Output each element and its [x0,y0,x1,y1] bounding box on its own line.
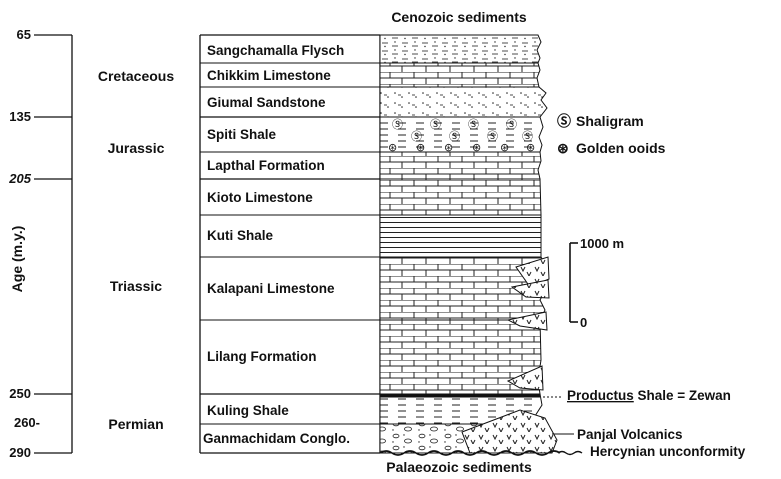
hercynian-unconformity-label: Hercynian unconformity [590,444,746,459]
formation-chikkim-limestone: Chikkim Limestone [207,68,331,83]
svg-text:⊛: ⊛ [416,141,425,154]
formation-giumal-sandstone: Giumal Sandstone [207,95,326,110]
formation-kioto-limestone: Kioto Limestone [207,190,313,205]
period-label-jurassic: Jurassic [108,140,165,156]
age-tick-label: 135 [9,109,31,124]
shaligram-legend-icon: Ⓢ [557,113,571,129]
lithology-kioto-limestone [380,179,541,215]
formation-ganmachidam-conglo: Ganmachidam Conglo. [203,431,350,446]
legend-shaligram-label: Shaligram [576,113,644,129]
hercynian-leader-line [558,452,582,455]
lithology-sandstone [380,87,547,117]
age-tick-label: 65 [17,27,31,42]
y-axis-label: Age (m.y.) [9,226,25,293]
svg-text:⊛: ⊛ [472,141,481,154]
scale-bar-top-label: 1000 m [580,236,624,251]
lithology-chikkim-limestone [380,63,540,87]
bottom-caption: Palaeozoic sediments [386,459,532,475]
age-tick-label: 290 [9,445,31,460]
age-tick-label: 250 [9,386,31,401]
formation-sangchamalla-flysch: Sangchamalla Flysch [207,43,344,58]
productus-shale-label: Productus Shale = Zewan [567,388,731,403]
period-label-permian: Permian [108,416,163,432]
svg-text:⊛: ⊛ [526,141,535,154]
legend-golden-ooids-label: Golden ooids [576,140,666,156]
lithology-kuti-shale [380,215,541,257]
top-caption: Cenozoic sediments [391,9,527,25]
formation-spiti-shale: Spiti Shale [207,127,277,142]
svg-text:Ⓢ: Ⓢ [392,118,403,131]
svg-text:⊛: ⊛ [500,141,509,154]
lithology-lapthal [380,152,541,179]
age-tick-label: 260- [14,415,40,430]
annotations: Productus Shale = Zewan Panjal Volcanics… [543,388,746,459]
panjal-volcanics-label: Panjal Volcanics [577,427,683,442]
legend: Ⓢ Shaligram ⊛ Golden ooids [557,113,666,156]
svg-text:Ⓢ: Ⓢ [468,118,479,131]
svg-text:Ⓢ: Ⓢ [487,130,498,143]
formation-lilang-formation: Lilang Formation [207,349,317,364]
formation-column: Sangchamalla Flysch Chikkim Limestone Gi… [200,35,380,453]
formation-kalapani-limestone: Kalapani Limestone [207,281,335,296]
scale-bar: 1000 m 0 [570,236,624,330]
svg-text:Ⓢ: Ⓢ [430,118,441,131]
formation-kuling-shale: Kuling Shale [207,403,289,418]
lithology-flysch [380,35,541,63]
lithology-spiti-shale [380,117,543,152]
period-label-cretaceous: Cretaceous [98,68,174,84]
formation-kuti-shale: Kuti Shale [207,228,274,243]
svg-text:⊛: ⊛ [388,141,397,154]
scale-bar-bottom-label: 0 [580,315,587,330]
age-tick-label: 205 [8,171,31,186]
svg-text:⊛: ⊛ [444,141,453,154]
svg-text:Ⓢ: Ⓢ [506,118,517,131]
period-label-triassic: Triassic [110,278,162,294]
formation-lapthal-formation: Lapthal Formation [207,158,325,173]
golden-ooids-legend-icon: ⊛ [557,140,569,156]
